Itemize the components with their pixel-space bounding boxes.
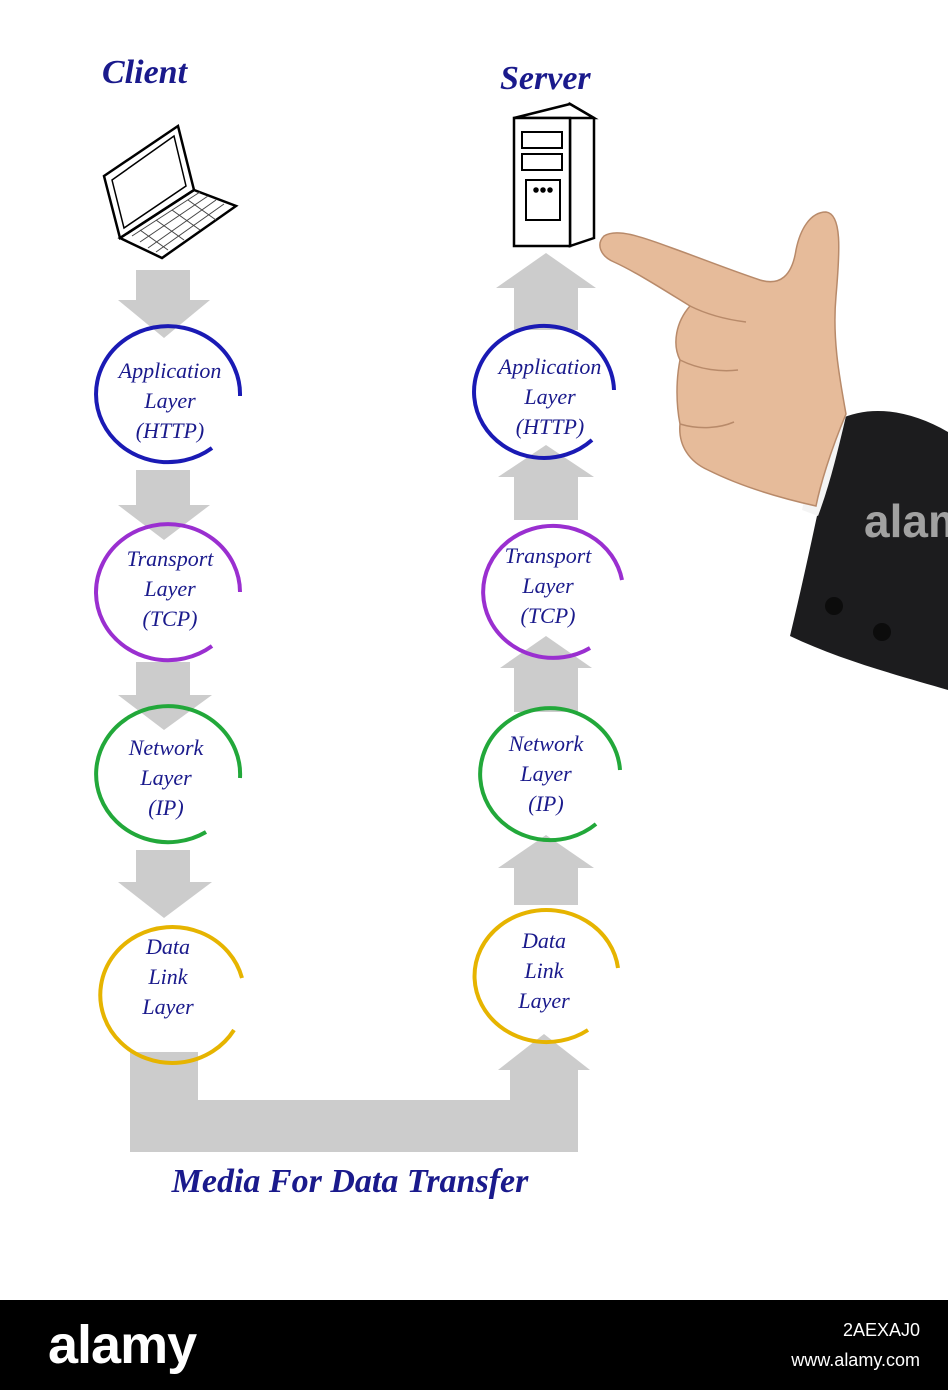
footer-logo: alamy — [48, 1314, 196, 1376]
watermark: alam — [864, 494, 948, 548]
down-arrow-4 — [118, 850, 212, 918]
client-application-layer-label: Application Layer (HTTP) — [100, 356, 240, 446]
label-line: Application — [100, 356, 240, 386]
server-title: Server — [500, 60, 591, 98]
label-line: (HTTP) — [480, 412, 620, 442]
label-line: (IP) — [96, 793, 236, 823]
client-title: Client — [102, 54, 187, 92]
label-line: Network — [476, 729, 616, 759]
media-caption: Media For Data Transfer — [0, 1163, 700, 1201]
up-arrow-4 — [498, 835, 594, 905]
client-transport-layer-label: Transport Layer (TCP) — [100, 544, 240, 634]
media-right-up — [510, 1068, 578, 1152]
client-network-layer-label: Network Layer (IP) — [96, 733, 236, 823]
label-line: (TCP) — [100, 604, 240, 634]
server-application-layer-label: Application Layer (HTTP) — [480, 352, 620, 442]
label-line: Network — [96, 733, 236, 763]
label-line: Layer — [478, 571, 618, 601]
server-network-layer-label: Network Layer (IP) — [476, 729, 616, 819]
footer-url: www.alamy.com — [791, 1350, 920, 1371]
server-datalink-layer-label: Data Link Layer — [474, 926, 614, 1016]
label-line: Link — [98, 962, 238, 992]
up-arrow-1 — [496, 253, 596, 330]
label-line: Layer — [100, 386, 240, 416]
server-tower-icon — [514, 104, 594, 246]
hand — [600, 212, 846, 506]
client-datalink-layer-label: Data Link Layer — [98, 932, 238, 1022]
pointing-hand — [600, 212, 948, 690]
label-line: Link — [474, 956, 614, 986]
server-transport-layer-label: Transport Layer (TCP) — [478, 541, 618, 631]
label-line: Data — [98, 932, 238, 962]
label-line: Layer — [476, 759, 616, 789]
label-line: Layer — [480, 382, 620, 412]
label-line: Layer — [100, 574, 240, 604]
media-up-arrowhead — [498, 1034, 590, 1070]
down-arrow-3 — [118, 662, 212, 730]
laptop-icon — [104, 126, 236, 258]
footer-image-id: 2AEXAJ0 — [843, 1320, 920, 1341]
label-line: (HTTP) — [100, 416, 240, 446]
media-transfer-arrow — [130, 1034, 590, 1152]
label-line: Data — [474, 926, 614, 956]
label-line: Application — [480, 352, 620, 382]
label-line: Layer — [98, 992, 238, 1022]
label-line: Transport — [478, 541, 618, 571]
footer-bar: alamy 2AEXAJ0 www.alamy.com — [0, 1300, 948, 1390]
label-line: Transport — [100, 544, 240, 574]
label-line: Layer — [96, 763, 236, 793]
label-line: (IP) — [476, 789, 616, 819]
label-line: Layer — [474, 986, 614, 1016]
label-line: (TCP) — [478, 601, 618, 631]
